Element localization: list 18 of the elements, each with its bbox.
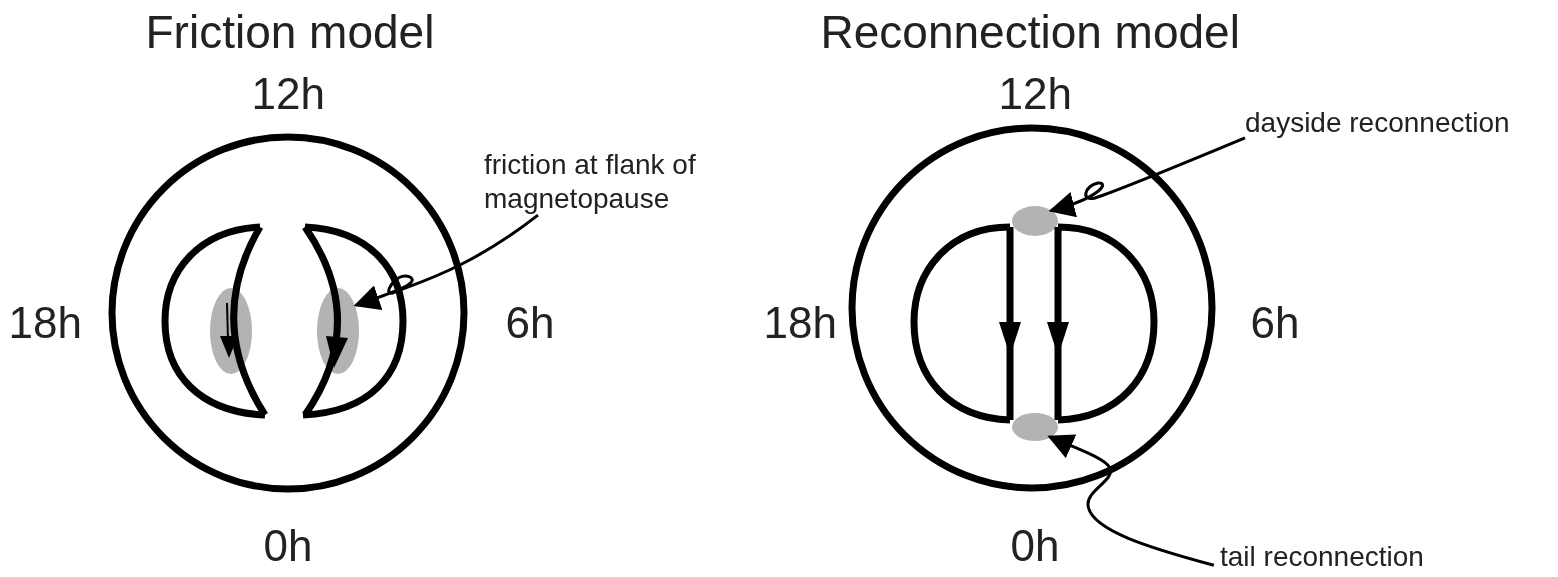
- leader-line: [1048, 136, 1246, 217]
- hour-label: 12h: [251, 70, 325, 119]
- hour-label: 6h: [505, 299, 555, 348]
- hour-label: 0h: [263, 522, 313, 571]
- panel-title: Friction model: [145, 6, 435, 58]
- hour-label: 12h: [998, 70, 1072, 119]
- hour-label: 6h: [1250, 299, 1300, 348]
- hour-label: 18h: [763, 299, 837, 348]
- callout-text: dayside reconnection: [1245, 106, 1510, 140]
- shaded-ellipse: [1012, 206, 1058, 236]
- callout-text: tail reconnection: [1220, 540, 1424, 574]
- callout-text: friction at flank of magnetopause: [484, 148, 754, 216]
- leader-line: [1047, 434, 1215, 567]
- panel-title: Reconnection model: [820, 6, 1240, 58]
- hour-label: 18h: [8, 299, 82, 348]
- hour-label: 0h: [1010, 522, 1060, 571]
- leader-line: [353, 214, 539, 310]
- shaded-ellipse: [1012, 413, 1058, 441]
